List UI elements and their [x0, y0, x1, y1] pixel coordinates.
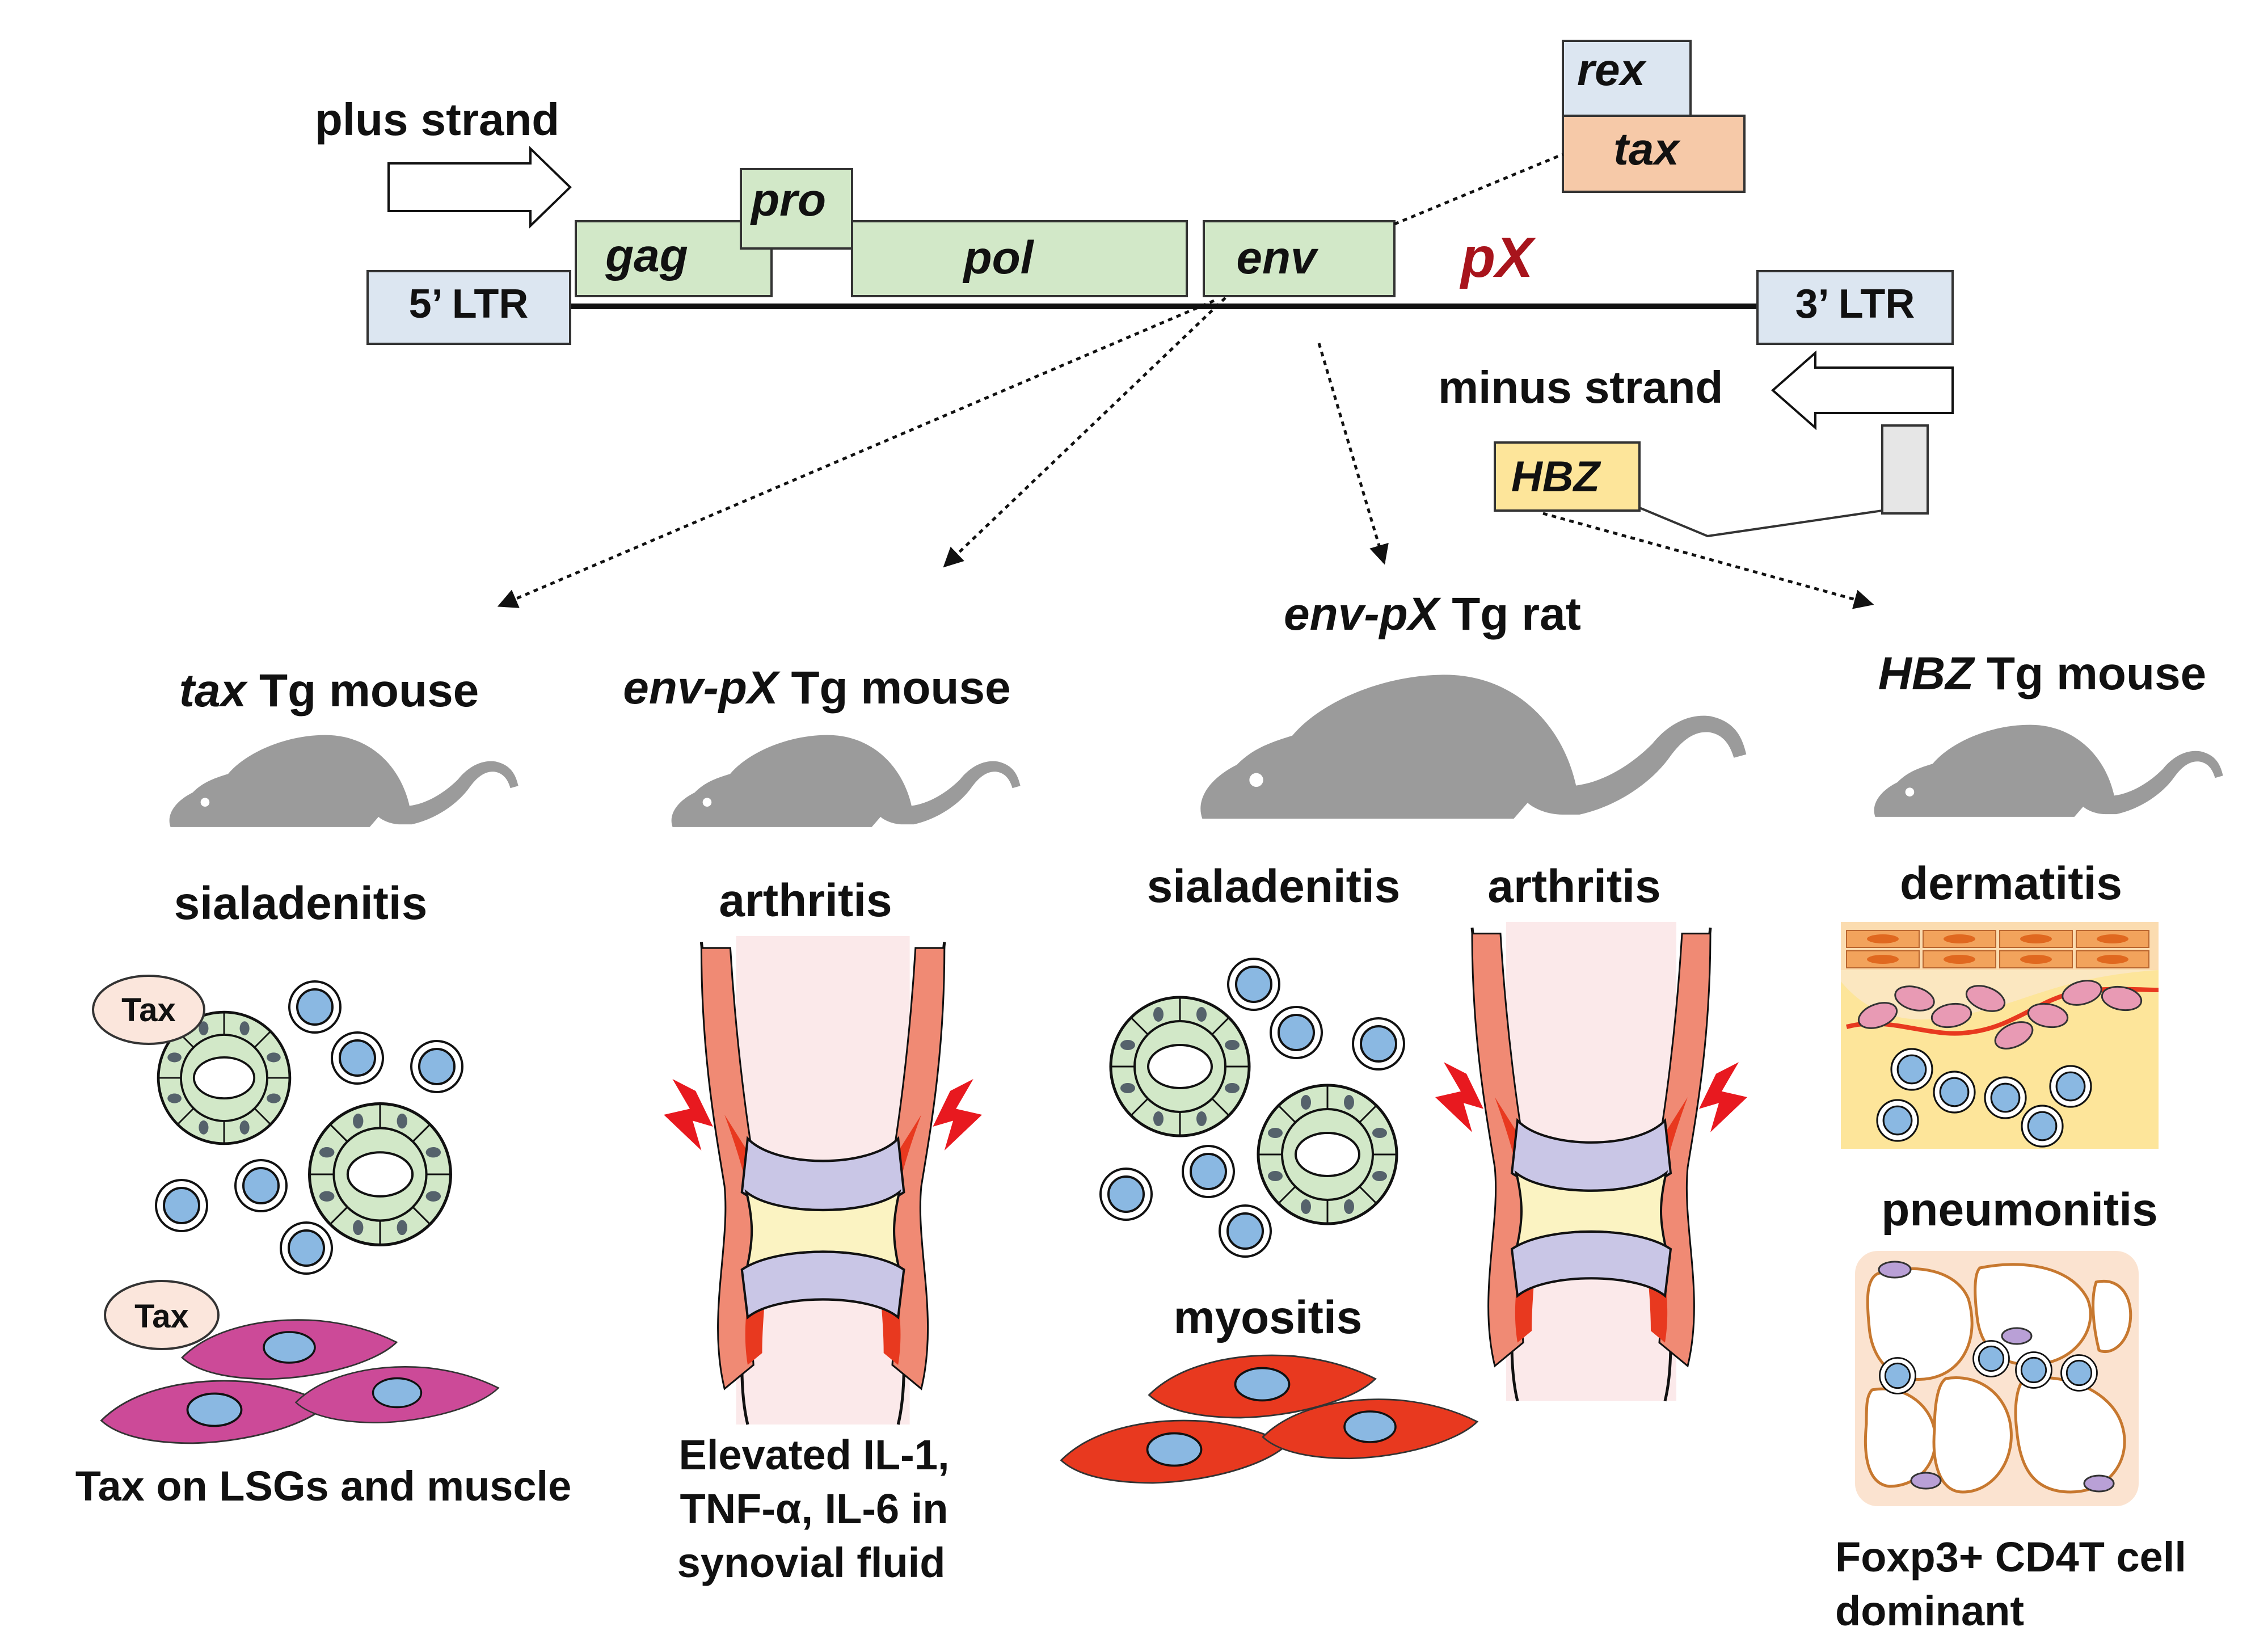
- envpx-rat-title: env-pX Tg rat: [1284, 588, 1581, 640]
- minus-strand-label: minus strand: [1438, 362, 1723, 412]
- minus-strand-arrow-icon: [1771, 350, 1954, 431]
- hbz-splice-line: [1639, 507, 1883, 538]
- tax-connector: [1394, 153, 1563, 226]
- pro-box: pro: [740, 168, 853, 250]
- model-connectors: [497, 297, 1874, 609]
- plus-strand-arrow-icon: [387, 146, 572, 229]
- rat-icon: [1200, 675, 1747, 819]
- muscle-cell-icon: [294, 1366, 500, 1424]
- myositis-label: myositis: [1174, 1292, 1363, 1343]
- tax-badge: Tax: [104, 1280, 220, 1350]
- hbz-mouse-note-line-1: Foxp3+ CD4T cell: [1835, 1533, 2186, 1581]
- arthritic-joint-icon: [1435, 922, 1747, 1401]
- salivary-acinus-icon: [310, 1104, 451, 1245]
- hbz-box: HBZ: [1494, 441, 1641, 512]
- plus-strand-label: plus strand: [315, 94, 559, 145]
- sialadenitis-label: sialadenitis: [1147, 861, 1401, 912]
- envpx-mouse-note-line-1: Elevated IL-1,: [678, 1431, 949, 1478]
- rex-box: rex: [1562, 40, 1692, 117]
- muscle-cell-icon: [100, 1380, 329, 1444]
- hbz-mouse-note-line-2: dominant: [1835, 1587, 2024, 1634]
- lymphocyte-icon: [331, 1031, 384, 1085]
- tax-badge-label: Tax: [121, 992, 176, 1029]
- ltr-5-box: 5’ LTR: [366, 270, 571, 345]
- lymphocyte-icon: [1352, 1017, 1405, 1071]
- ltr-3-label: 3’ LTR: [1795, 281, 1915, 327]
- lymphocyte-icon: [288, 980, 342, 1034]
- sialadenitis-label: sialadenitis: [174, 878, 428, 929]
- lymphocyte-icon: [410, 1040, 463, 1093]
- mouse-icon: [1874, 724, 2223, 817]
- lymphocyte-icon: [155, 1179, 208, 1232]
- lymphocyte-icon: [1099, 1168, 1153, 1221]
- hbz-label: HBZ: [1511, 453, 1601, 501]
- tax-badge-label: Tax: [134, 1298, 189, 1335]
- lymphocyte-icon: [1270, 1006, 1323, 1059]
- lymphocyte-icon: [280, 1221, 333, 1275]
- salivary-acinus-icon: [1111, 997, 1249, 1136]
- muscle-cell-icon: [1060, 1419, 1289, 1484]
- rex-label: rex: [1577, 44, 1647, 95]
- tax-tg-mouse-panel: tax Tg mouse sialadenitis Tax Tax Tax on…: [75, 665, 572, 1510]
- pol-box: pol: [851, 220, 1188, 297]
- tax-box: tax: [1562, 115, 1746, 193]
- arthritic-joint-icon: [664, 936, 982, 1425]
- envpx-mouse-note-line-3: synovial fluid: [677, 1539, 946, 1586]
- lymphocyte-icon: [1182, 1145, 1235, 1198]
- pol-label: pol: [963, 232, 1035, 284]
- gag-label: gag: [605, 230, 688, 281]
- env-label: env: [1236, 232, 1319, 284]
- tax-label: tax: [1613, 124, 1681, 174]
- pro-label: pro: [750, 174, 826, 226]
- envpx-tg-rat-panel: env-pX Tg rat sialadenitis arthritis myo…: [1060, 588, 1748, 1484]
- tax-badge: Tax: [92, 975, 205, 1045]
- envpx-mouse-title: env-pX Tg mouse: [623, 662, 1010, 714]
- genome-map: 5’ LTR 3’ LTR gag pro pol env pX rex: [315, 40, 1954, 609]
- arthritis-label: arthritis: [719, 875, 892, 926]
- lymphocyte-icon: [1219, 1204, 1272, 1258]
- tax-mouse-note: Tax on LSGs and muscle: [75, 1463, 572, 1510]
- dermatitis-label: dermatitis: [1900, 858, 2122, 909]
- px-label: pX: [1459, 226, 1536, 289]
- hbz-tg-mouse-panel: HBZ Tg mouse dermatitis: [1835, 648, 2223, 1634]
- dermatitis-skin-icon: [1841, 922, 2159, 1149]
- hbz-exon-box: [1881, 424, 1929, 515]
- lymphocyte-icon: [234, 1159, 288, 1212]
- ltr-3-box: 3’ LTR: [1756, 270, 1954, 345]
- lymphocyte-icon: [1227, 958, 1280, 1011]
- arthritis-label: arthritis: [1487, 861, 1660, 912]
- envpx-tg-mouse-panel: env-pX Tg mouse arthritis Elevated IL-1,…: [623, 662, 1021, 1586]
- env-box: env: [1203, 220, 1396, 297]
- hbz-mouse-title: HBZ Tg mouse: [1878, 648, 2207, 699]
- ltr-5-label: 5’ LTR: [409, 281, 529, 327]
- envpx-mouse-note-line-2: TNF-α, IL-6 in: [680, 1485, 949, 1532]
- salivary-acinus-icon: [1258, 1085, 1397, 1224]
- gag-box: gag: [575, 220, 773, 297]
- tax-mouse-title: tax Tg mouse: [179, 665, 479, 717]
- mouse-icon: [671, 735, 1021, 827]
- mouse-icon: [169, 735, 519, 827]
- pneumonitis-label: pneumonitis: [1881, 1184, 2157, 1236]
- pneumonitis-lung-icon: [1855, 1251, 2139, 1506]
